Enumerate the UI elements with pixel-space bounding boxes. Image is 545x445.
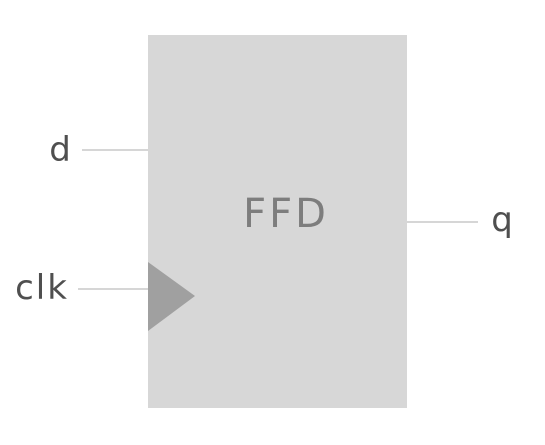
port-label-clk: clk — [15, 268, 69, 308]
block-label: FFD — [243, 191, 329, 237]
port-label-d: d — [49, 130, 71, 170]
port-label-q: q — [491, 200, 513, 240]
ffd-block — [148, 35, 407, 408]
clock-edge-triangle-icon — [148, 262, 195, 331]
